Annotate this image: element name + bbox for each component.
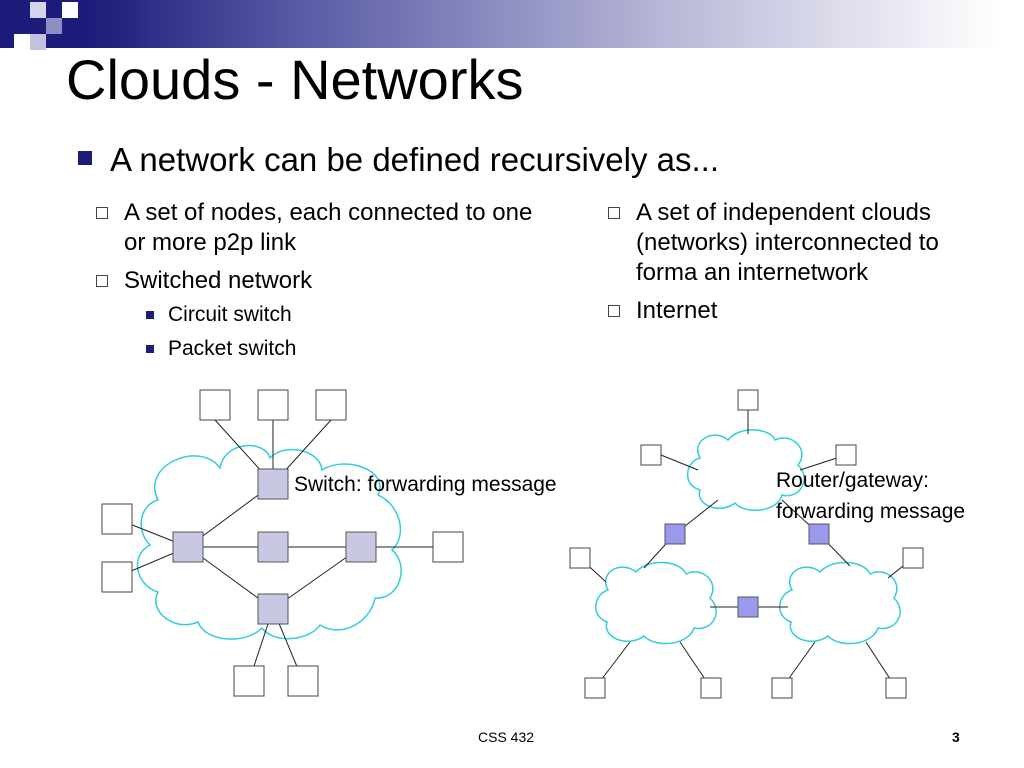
- host-node: [101, 503, 133, 535]
- list-item: Internet: [606, 296, 986, 326]
- list-subitem: Circuit switch: [94, 298, 534, 332]
- switch-node: [257, 468, 289, 500]
- left-cloud: [595, 561, 717, 645]
- switch-node: [172, 531, 204, 563]
- switch-label: Switch: forwarding message: [294, 473, 557, 496]
- list-item: Switched network: [94, 266, 534, 296]
- router-nodes: [664, 523, 830, 618]
- host-node: [737, 389, 759, 411]
- hollow-square-bullet-icon: [96, 275, 108, 287]
- host-node: [199, 389, 231, 421]
- left-switch-nodes: [172, 468, 377, 625]
- left-cloud: [136, 444, 402, 640]
- router-label-line2: forwarding message: [776, 500, 966, 523]
- header-decor-square: [30, 2, 46, 18]
- list-item: A set of nodes, each connected to one or…: [94, 198, 534, 258]
- host-node: [885, 677, 907, 699]
- list-item-text: A set of independent clouds (networks) i…: [636, 199, 939, 286]
- host-node: [902, 547, 924, 569]
- top-cloud: [686, 429, 805, 511]
- host-node: [584, 677, 606, 699]
- host-node: [233, 665, 265, 697]
- main-bullet-text: A network can be defined recursively as.…: [110, 141, 719, 178]
- right-host-nodes: [569, 389, 924, 699]
- small-square-bullet-icon: [146, 311, 154, 319]
- switch-node: [257, 531, 289, 563]
- router-label-line1: Router/gateway:: [776, 469, 929, 492]
- left-host-nodes: [101, 389, 464, 697]
- header-decor-square: [14, 14, 30, 30]
- host-node: [257, 389, 289, 421]
- right-cloud: [779, 561, 901, 645]
- host-node: [315, 389, 347, 421]
- host-node: [569, 547, 591, 569]
- switch-node: [345, 531, 377, 563]
- list-item-text: A set of nodes, each connected to one or…: [124, 199, 533, 256]
- router-node: [664, 523, 686, 545]
- host-node: [835, 444, 857, 466]
- header-decor-square: [46, 18, 62, 34]
- hollow-square-bullet-icon: [608, 207, 620, 219]
- bullet-square-icon: [78, 151, 92, 166]
- footer-course: CSS 432: [478, 729, 535, 745]
- left-bullet-list: A set of nodes, each connected to one or…: [94, 198, 534, 366]
- right-links: [579, 410, 914, 689]
- list-subitem-text: Circuit switch: [168, 303, 292, 326]
- list-item-text: Internet: [636, 297, 718, 324]
- list-item-text: Switched network: [124, 267, 313, 294]
- slide-title: Clouds - Networks: [66, 48, 524, 111]
- main-bullet: A network can be defined recursively as.…: [78, 140, 719, 180]
- router-node: [737, 596, 759, 618]
- list-subitem: Packet switch: [94, 332, 534, 366]
- small-square-bullet-icon: [146, 345, 154, 353]
- header-decor-square: [14, 34, 30, 50]
- list-subitem-text: Packet switch: [168, 337, 297, 360]
- list-item: A set of independent clouds (networks) i…: [606, 198, 986, 288]
- header-band: [0, 0, 1024, 48]
- header-decor-square: [62, 2, 78, 18]
- switch-node: [257, 593, 289, 625]
- router-label: Router/gateway: forwarding message: [776, 465, 965, 527]
- router-node: [808, 523, 830, 545]
- host-node: [432, 531, 464, 563]
- right-bullet-list: A set of independent clouds (networks) i…: [606, 198, 986, 326]
- hollow-square-bullet-icon: [96, 207, 108, 219]
- host-node: [771, 677, 793, 699]
- host-node: [101, 561, 133, 593]
- host-node: [287, 665, 319, 697]
- right-clouds: [595, 429, 901, 645]
- header-decor-square: [30, 34, 46, 50]
- page-number: 3: [952, 729, 960, 745]
- host-node: [640, 444, 662, 466]
- host-node: [700, 677, 722, 699]
- hollow-square-bullet-icon: [608, 305, 620, 317]
